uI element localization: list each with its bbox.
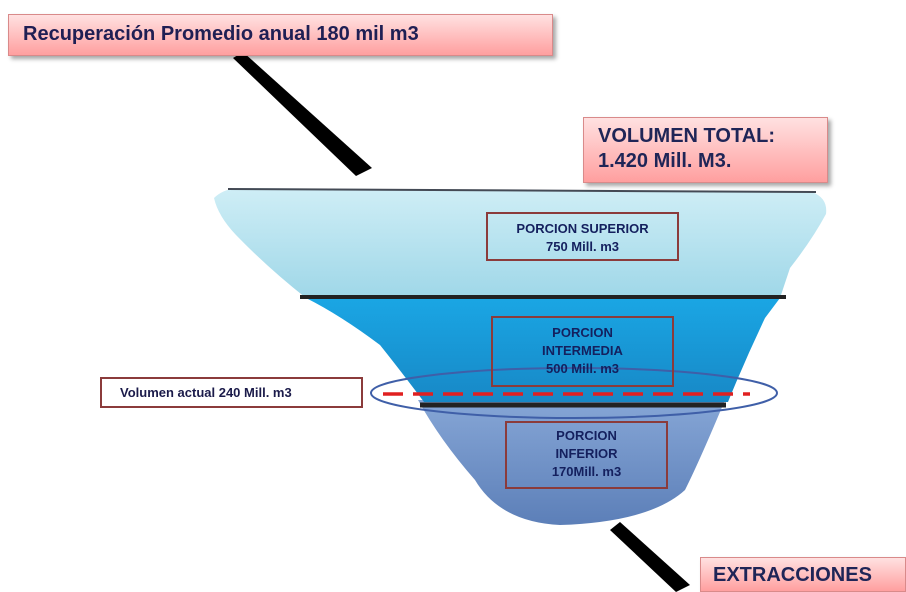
volumen-total-label: VOLUMEN TOTAL: 1.420 Mill. M3. [583, 117, 828, 183]
volumen-actual-ellipse [370, 367, 778, 419]
extracciones-text: EXTRACCIONES [713, 564, 872, 586]
volumen-actual-text: Volumen actual 240 Mill. m3 [120, 385, 292, 400]
porcion-inferior-line2: INFERIOR [555, 446, 618, 461]
porcion-intermedia-box: PORCION INTERMEDIA 500 Mill. m3 [491, 316, 674, 387]
arrow-recuperacion [233, 52, 372, 176]
rim-top [227, 188, 817, 193]
recuperacion-label: Recuperación Promedio anual 180 mil m3 [8, 14, 553, 56]
porcion-superior-box: PORCION SUPERIOR 750 Mill. m3 [486, 212, 679, 261]
arrow-extracciones [610, 522, 690, 592]
porcion-inferior-value: 170Mill. m3 [551, 464, 622, 479]
porcion-inferior-line1: PORCION [556, 428, 617, 443]
porcion-intermedia-value: 500 Mill. m3 [546, 361, 619, 376]
porcion-intermedia-line1: PORCION [552, 325, 613, 340]
porcion-intermedia-line2: INTERMEDIA [542, 343, 623, 358]
volumen-actual-label: Volumen actual 240 Mill. m3 [100, 377, 363, 408]
layer-superior [214, 188, 827, 298]
porcion-superior-value: 750 Mill. m3 [546, 239, 619, 254]
porcion-superior-title: PORCION SUPERIOR [516, 221, 649, 236]
volumen-total-line2: 1.420 Mill. M3. [598, 150, 732, 172]
porcion-inferior-box: PORCION INFERIOR 170Mill. m3 [505, 421, 668, 489]
recuperacion-text: Recuperación Promedio anual 180 mil m3 [23, 23, 419, 45]
layer-inferior [418, 400, 725, 525]
volumen-total-line1: VOLUMEN TOTAL: [598, 125, 776, 147]
extracciones-label: EXTRACCIONES [700, 557, 906, 592]
